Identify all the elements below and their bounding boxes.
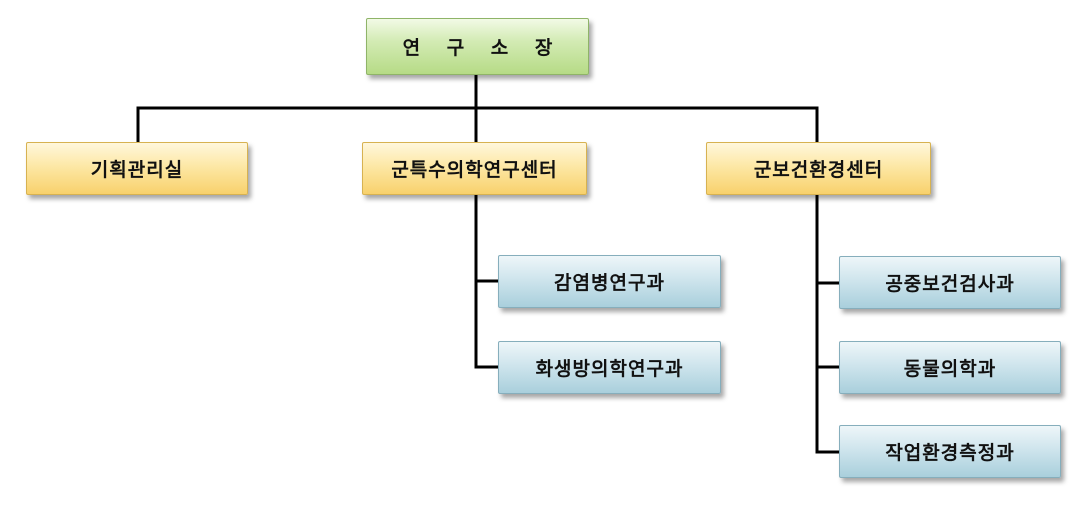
unit-label-veterinary: 동물의학과: [903, 358, 997, 380]
unit-label-public-health: 공중보건검사과: [885, 273, 1015, 295]
dept-box-health-environment: 군보건환경센터: [706, 142, 931, 195]
unit-label-workplace-environment: 작업환경측정과: [885, 442, 1015, 464]
dept-box-planning: 기획관리실: [26, 142, 248, 195]
unit-box-workplace-environment: 작업환경측정과: [839, 425, 1061, 478]
unit-label-cbrn-medicine: 화생방의학연구과: [535, 358, 684, 380]
unit-box-public-health: 공중보건검사과: [839, 256, 1061, 309]
dept-label-military-medicine: 군특수의학연구센터: [391, 159, 558, 181]
unit-box-veterinary: 동물의학과: [839, 341, 1061, 394]
org-head-box: 연 구 소 장: [366, 18, 589, 75]
dept-label-planning: 기획관리실: [90, 159, 184, 181]
dept-box-military-medicine: 군특수의학연구센터: [362, 142, 587, 195]
unit-box-infectious-disease: 감염병연구과: [498, 255, 721, 308]
dept-label-health-environment: 군보건환경센터: [753, 159, 884, 181]
unit-box-cbrn-medicine: 화생방의학연구과: [498, 341, 721, 394]
unit-label-infectious-disease: 감염병연구과: [554, 272, 665, 294]
org-head-label: 연 구 소 장: [402, 37, 563, 59]
